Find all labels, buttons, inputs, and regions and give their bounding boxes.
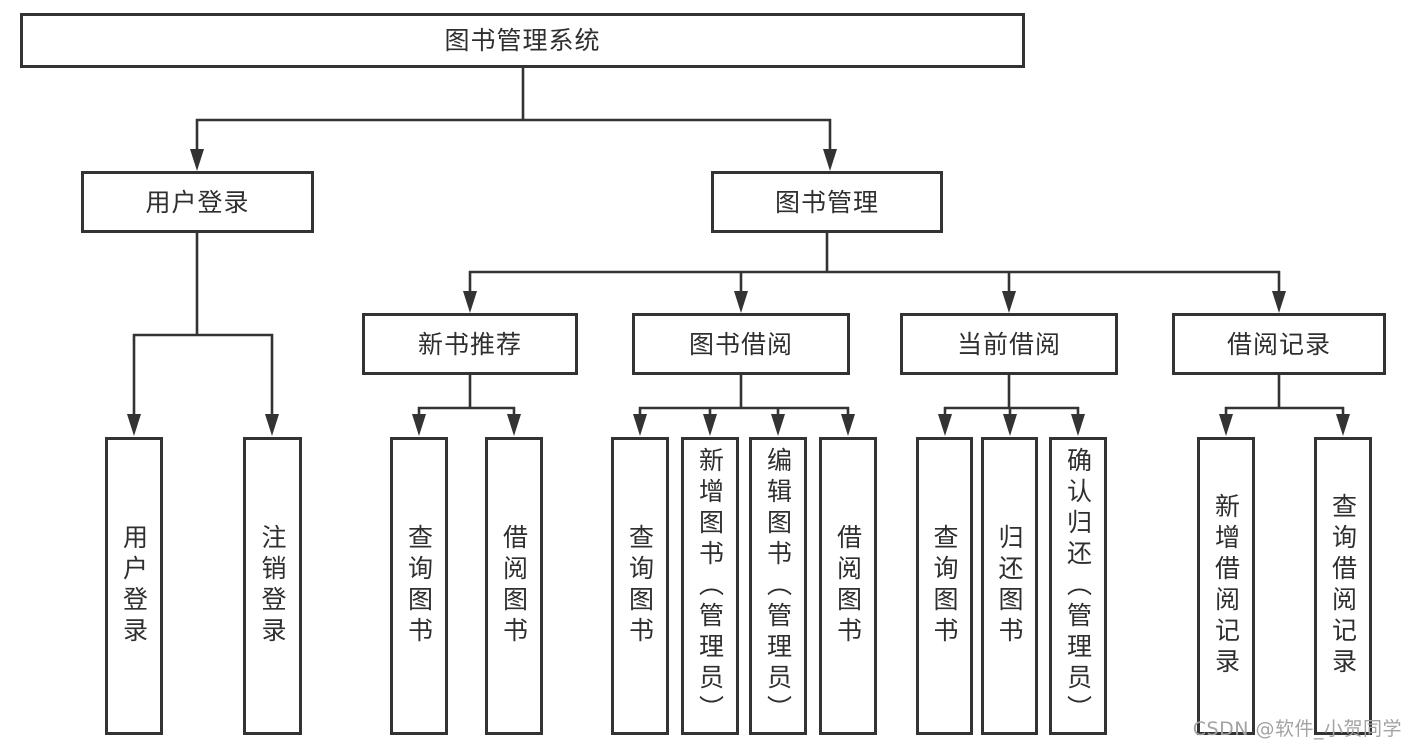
arrowhead-icon (734, 291, 748, 313)
arrowhead-icon (1071, 414, 1085, 436)
arrowhead-icon (1219, 414, 1233, 436)
arrowhead-icon (823, 149, 837, 171)
leaf-query-borrow-record: 查询借阅记录 (1314, 437, 1372, 735)
arrowhead-icon (938, 414, 952, 436)
node-current-borrow: 当前借阅 (900, 313, 1118, 375)
leaf-add-books-admin: 新增图书（管理员） (681, 437, 739, 735)
connector-user-login-to-leaves (127, 233, 279, 436)
arrowhead-icon (1003, 414, 1017, 436)
leaf-logout: 注销登录 (243, 437, 302, 735)
arrowhead-icon (633, 414, 647, 436)
node-new-book-recommend: 新书推荐 (362, 313, 578, 375)
leaf-borrow-books: 借阅图书 (819, 437, 877, 735)
node-borrow-records: 借阅记录 (1172, 313, 1386, 375)
arrowhead-icon (265, 414, 279, 436)
arrowhead-icon (771, 414, 785, 436)
node-book-borrow: 图书借阅 (632, 313, 850, 375)
arrowhead-icon (412, 414, 426, 436)
arrowhead-icon (507, 414, 521, 436)
node-root-library-system: 图书管理系统 (20, 13, 1025, 68)
arrowhead-icon (841, 414, 855, 436)
leaf-query-books-borrow: 查询图书 (611, 437, 669, 735)
arrowhead-icon (703, 414, 717, 436)
arrowhead-icon (127, 414, 141, 436)
arrowhead-icon (1336, 414, 1350, 436)
node-book-management: 图书管理 (711, 171, 943, 233)
leaf-return-books: 归还图书 (981, 437, 1038, 735)
arrowhead-icon (190, 149, 204, 171)
connector-root-to-level2 (190, 68, 837, 171)
arrowhead-icon (1002, 291, 1016, 313)
connector-book-borrow-to-leaves (633, 374, 855, 436)
connector-new-books-to-leaves (412, 374, 521, 436)
arrowhead-icon (463, 291, 477, 313)
arrowhead-icon (1272, 291, 1286, 313)
leaf-query-books-recommend: 查询图书 (390, 437, 448, 735)
leaf-add-borrow-record: 新增借阅记录 (1197, 437, 1255, 735)
leaf-query-books-current: 查询图书 (916, 437, 973, 735)
connector-book-management-to-level3 (463, 233, 1286, 313)
leaf-confirm-return-admin: 确认归还（管理员） (1049, 437, 1107, 735)
connector-borrow-records-to-leaves (1219, 374, 1350, 436)
csdn-watermark: CSDN @软件_小贺同学 (1192, 718, 1402, 740)
connector-current-borrow-to-leaves (938, 374, 1085, 436)
node-user-login: 用户登录 (81, 171, 314, 233)
leaf-edit-books-admin: 编辑图书（管理员） (749, 437, 807, 735)
leaf-borrow-books-recommend: 借阅图书 (485, 437, 543, 735)
leaf-user-login: 用户登录 (105, 437, 163, 735)
